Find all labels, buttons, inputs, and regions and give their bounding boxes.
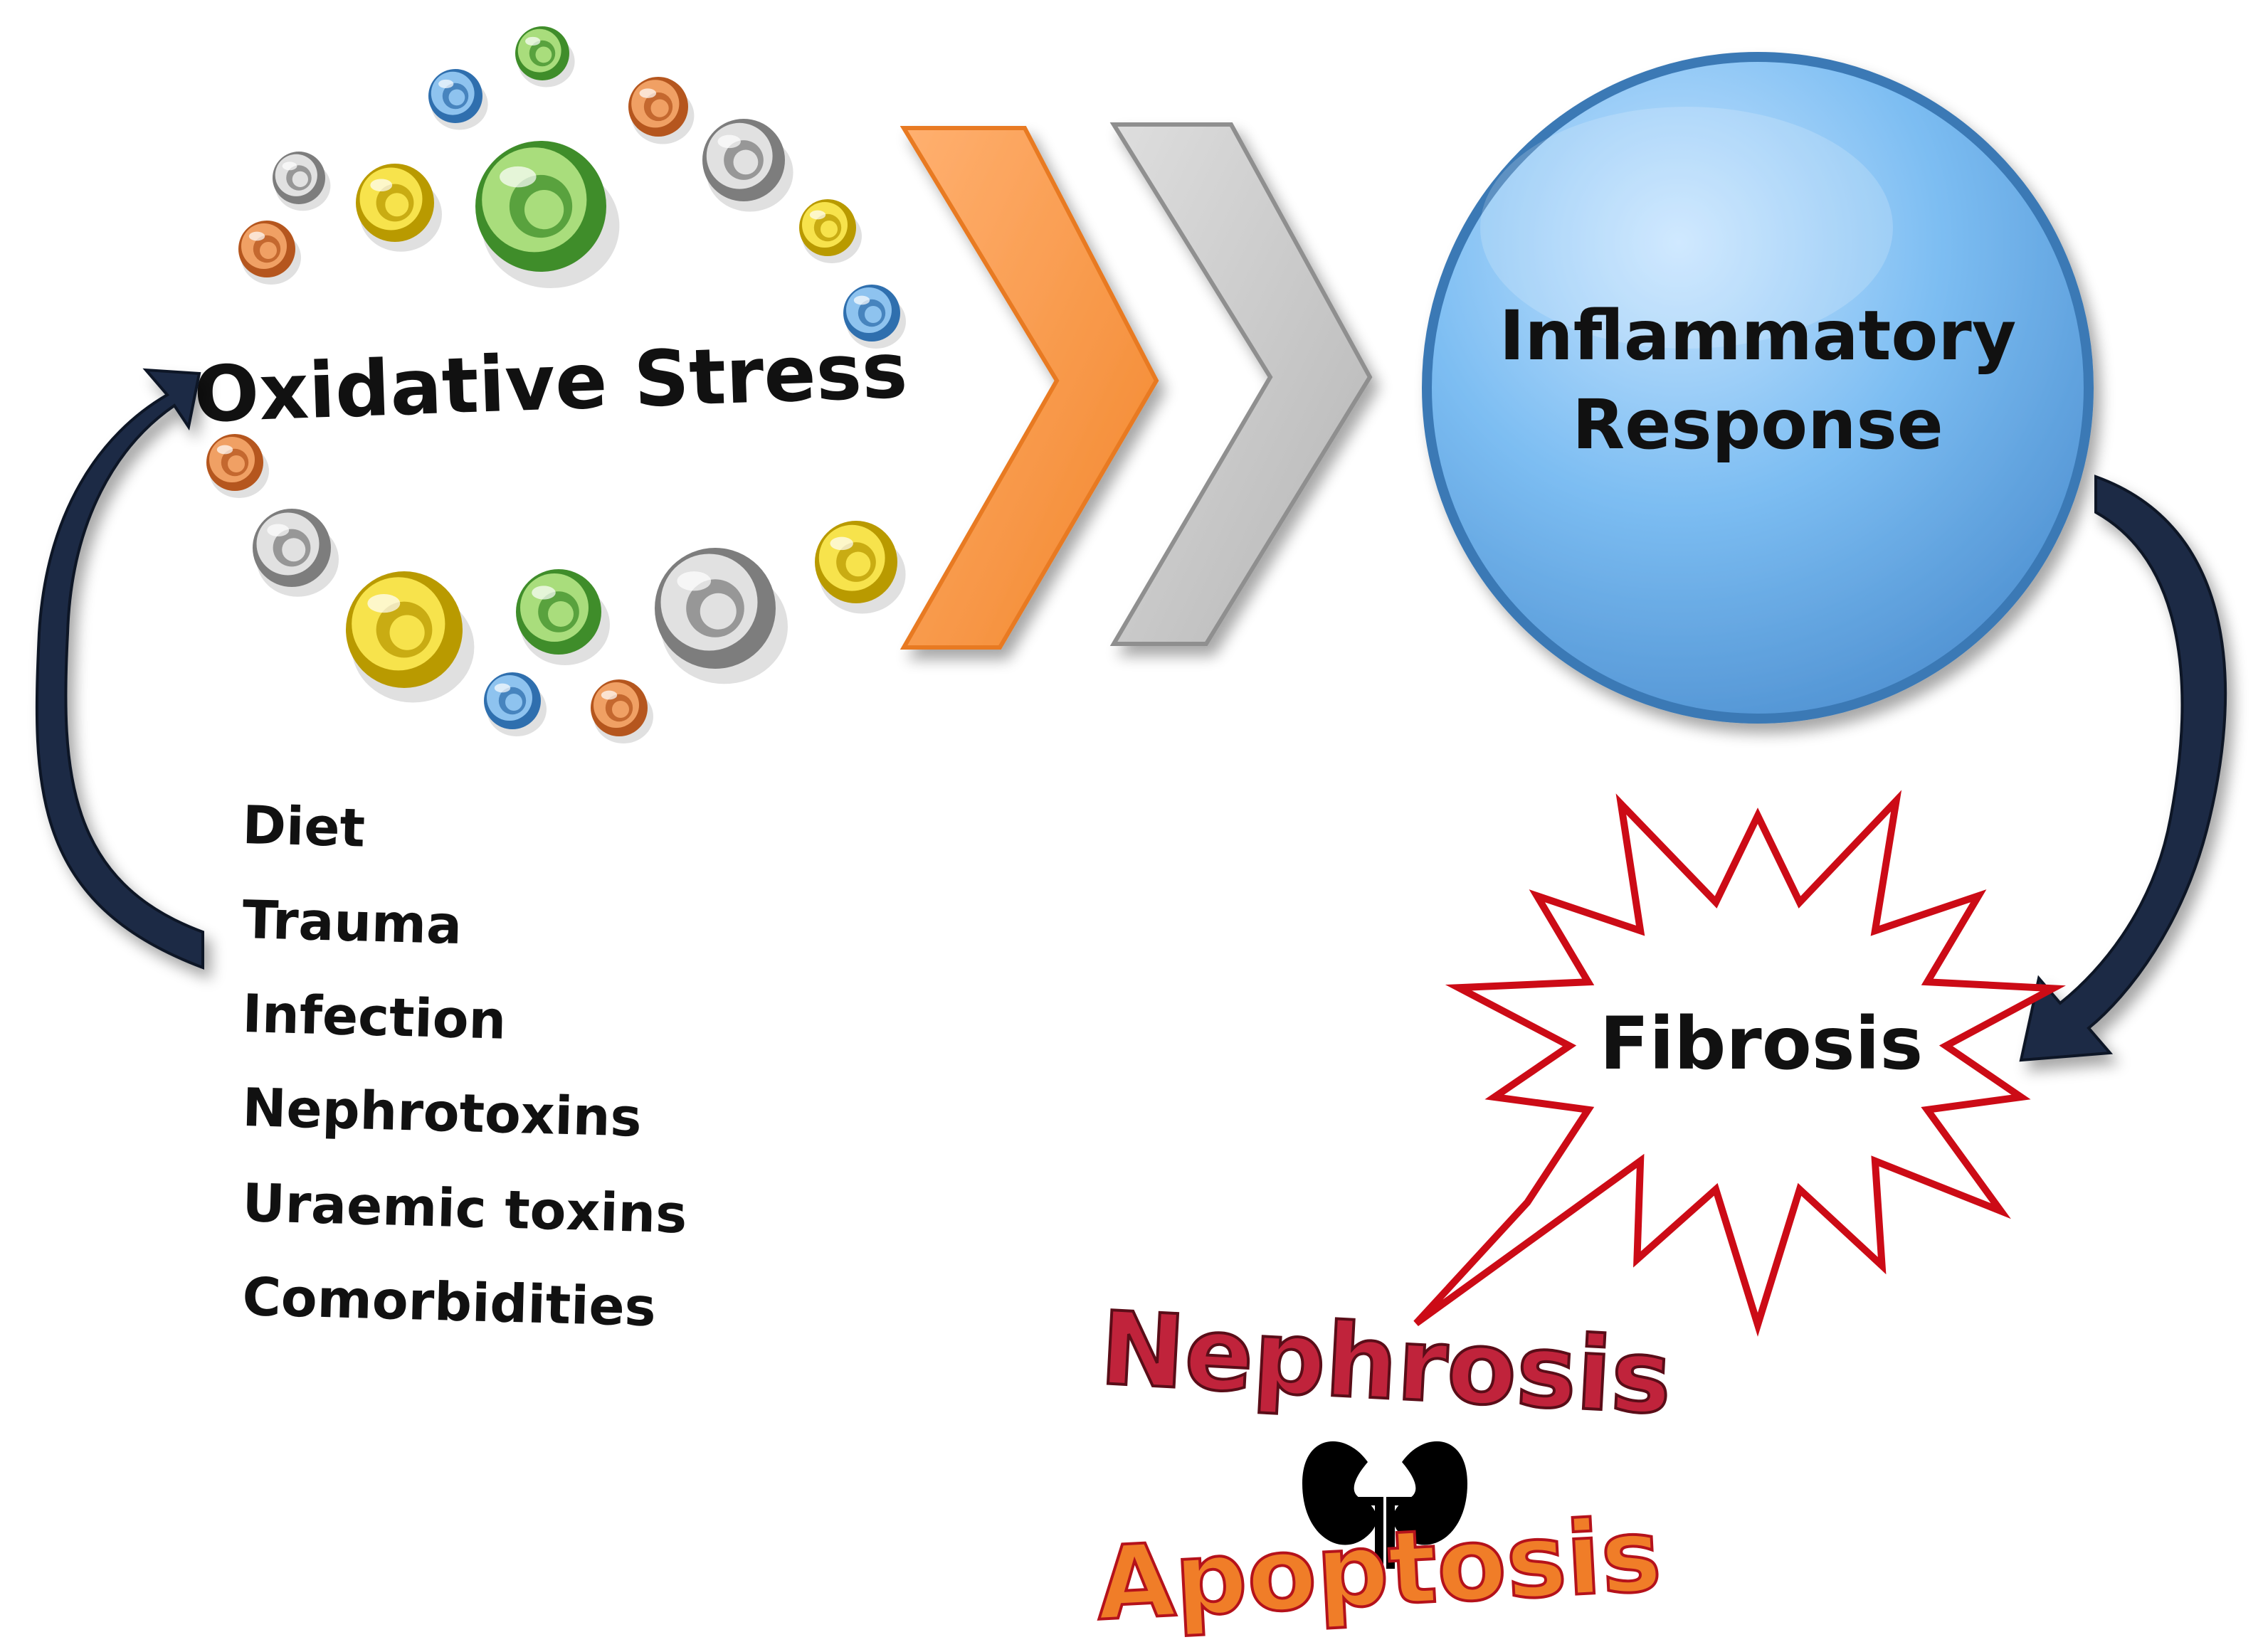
molecule-ring-icon	[356, 164, 442, 252]
molecule-ring-icon	[206, 434, 269, 498]
fibrosis-starburst	[1413, 790, 2066, 1337]
molecule-ring-icons	[206, 26, 906, 743]
molecule-ring-icon	[484, 672, 547, 736]
molecule-ring-icon	[843, 285, 906, 349]
molecule-ring-icon	[799, 199, 862, 263]
fibrosis-label: Fibrosis	[1600, 1002, 1923, 1086]
molecule-ring-icon	[475, 141, 620, 288]
molecule-ring-icon	[516, 569, 610, 665]
molecule-ring-icon	[238, 221, 301, 285]
oxidative-stress-label: Oxidative Stress	[192, 327, 909, 440]
cause-uraemic-toxins: Uraemic toxins	[242, 1172, 688, 1245]
molecule-ring-icon	[591, 679, 653, 743]
inflammatory-label-line2: Response	[1572, 385, 1943, 465]
cause-diet: Diet	[242, 795, 366, 859]
inflammatory-response-sphere	[1422, 52, 2094, 724]
cause-comorbidities: Comorbidities	[242, 1266, 657, 1338]
feedback-curve-arrow	[35, 368, 204, 970]
apoptosis-label: Apoptosis	[1094, 1496, 1664, 1643]
inflammatory-label-line1: Inflammatory	[1499, 296, 2017, 376]
causes-list: Diet Trauma Infection Nephrotoxins Uraem…	[242, 795, 688, 1338]
chevron-orange-icon	[900, 126, 1159, 650]
molecule-ring-icon	[628, 77, 695, 144]
cause-infection: Infection	[242, 983, 507, 1052]
chevron-gray-icon	[1109, 122, 1373, 646]
molecule-ring-icon	[346, 571, 475, 703]
molecule-ring-icon	[253, 509, 339, 597]
fibrosis-curve-arrow	[2019, 475, 2227, 1062]
molecule-ring-icon	[273, 152, 331, 211]
cause-trauma: Trauma	[242, 889, 463, 956]
nephrosis-label: Nephrosis	[1097, 1290, 1674, 1437]
molecule-ring-icon	[515, 26, 575, 88]
molecule-ring-icon	[815, 521, 906, 614]
molecule-ring-icon	[702, 119, 793, 212]
molecule-ring-icon	[428, 69, 488, 130]
molecule-ring-icon	[655, 548, 788, 684]
kidney-icon	[1302, 1441, 1467, 1569]
sphere-highlight	[1480, 107, 1893, 349]
cause-nephrotoxins: Nephrotoxins	[242, 1077, 643, 1149]
